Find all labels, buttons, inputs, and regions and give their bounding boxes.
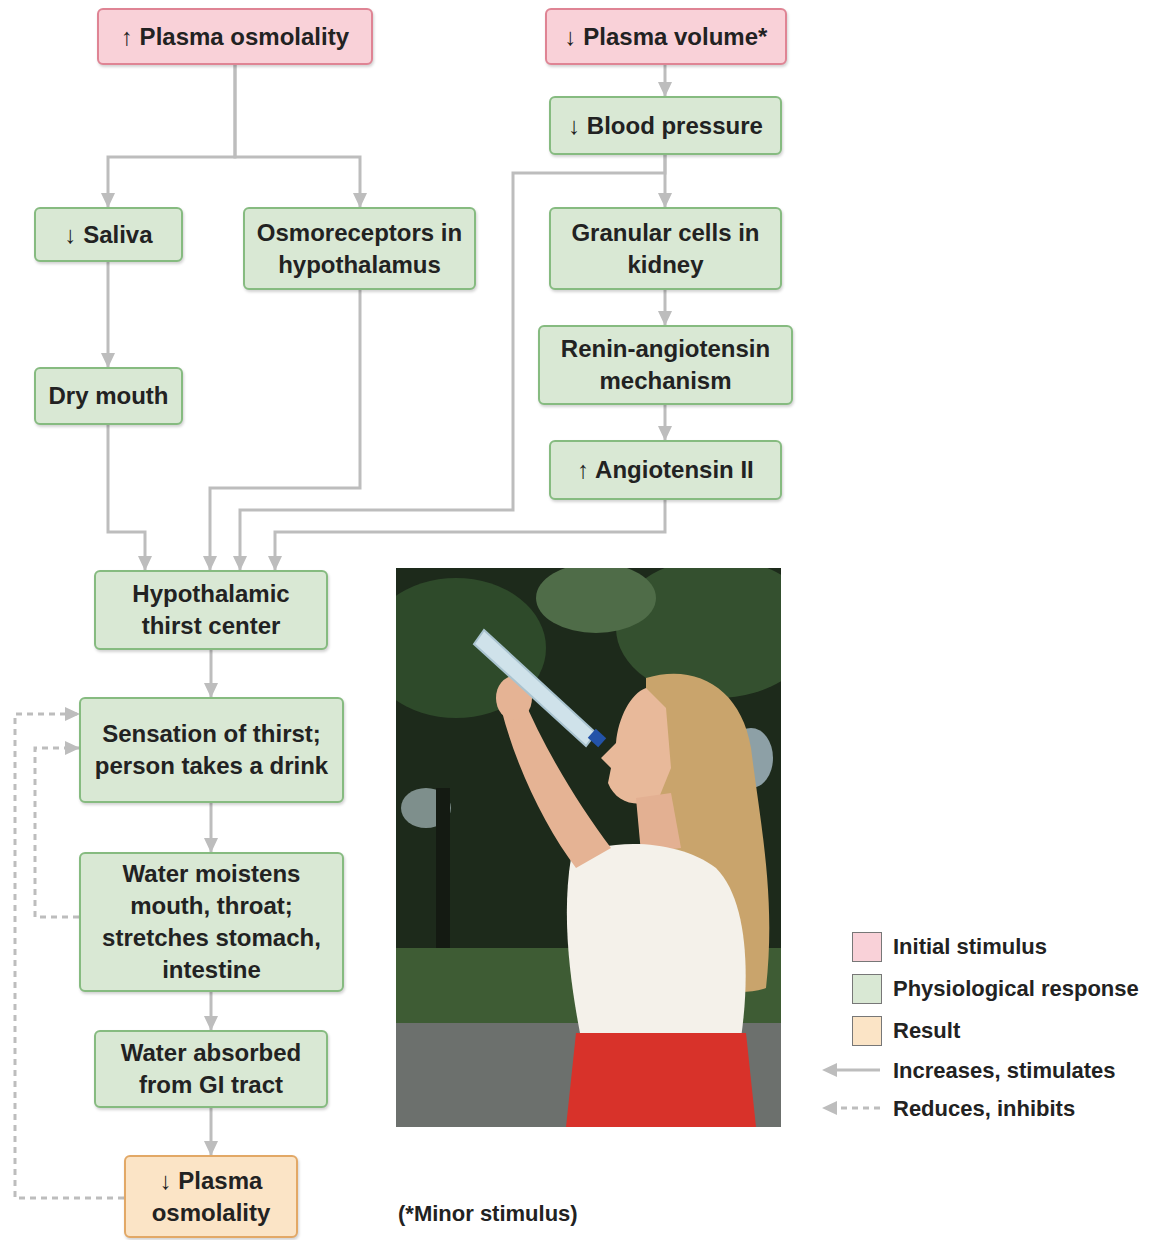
stimulus-box: ↓ Plasma volume* <box>545 8 787 65</box>
node-text: ↑ Angiotensin II <box>577 454 753 486</box>
physiological-response-box: ↓ Blood pressure <box>549 96 782 155</box>
node-text: ↓ Plasma volume* <box>565 21 768 53</box>
water-bottle <box>474 630 596 746</box>
legend-dashed-line <box>836 1107 880 1110</box>
node-text: Water absorbed from GI tract <box>100 1037 322 1101</box>
legend-swatch <box>852 932 882 962</box>
stimulate-connector <box>108 65 235 207</box>
node-text: Renin-angiotensin mechanism <box>544 333 787 397</box>
stimulate-connector <box>210 1108 213 1155</box>
node-text: Granular cells in kidney <box>555 217 776 281</box>
physiological-response-box: ↑ Angiotensin II <box>549 440 782 500</box>
legend-text: Initial stimulus <box>893 933 1047 961</box>
physiological-response-box: Sensation of thirst; person takes a drin… <box>79 697 344 803</box>
legend-swatch <box>852 1016 882 1046</box>
neck <box>636 793 681 853</box>
shorts <box>566 1033 756 1127</box>
physiological-response-box: Dry mouth <box>34 367 183 425</box>
physiological-response-box: Osmoreceptors in hypothalamus <box>243 207 476 290</box>
stimulate-connector <box>210 650 213 697</box>
stimulus-box: ↑ Plasma osmolality <box>97 8 373 65</box>
node-text: Dry mouth <box>49 380 169 412</box>
legend-text: Physiological response <box>893 975 1139 1003</box>
inhibit-connector <box>35 748 79 917</box>
stimulate-connector <box>664 290 667 325</box>
node-text: Osmoreceptors in hypothalamus <box>249 217 470 281</box>
stimulate-connector <box>210 290 360 570</box>
legend-swatch <box>852 974 882 1004</box>
node-text: ↓ Blood pressure <box>568 110 763 142</box>
foliage <box>536 568 656 633</box>
legend-solid-line <box>836 1069 880 1072</box>
physiological-response-box: Granular cells in kidney <box>549 207 782 290</box>
stimulate-connector <box>108 425 145 570</box>
node-text: Sensation of thirst; person takes a drin… <box>85 718 338 782</box>
node-text: Water moistens mouth, throat; stretches … <box>85 858 338 986</box>
physiological-response-box: Renin-angiotensin mechanism <box>538 325 793 405</box>
legend-text: Reduces, inhibits <box>893 1095 1075 1123</box>
physiological-response-box: ↓ Saliva <box>34 207 183 262</box>
stimulate-connector <box>210 803 213 852</box>
stimulate-connector <box>107 262 110 367</box>
physiological-response-box: Water absorbed from GI tract <box>94 1030 328 1108</box>
bottle-cap <box>588 729 606 747</box>
footnote-label: (*Minor stimulus) <box>398 1200 578 1228</box>
shirt <box>567 844 746 1038</box>
stimulate-connector <box>275 500 665 570</box>
stimulate-connector <box>210 992 213 1030</box>
node-text: Hypothalamic thirst center <box>100 578 322 642</box>
node-text: ↑ Plasma osmolality <box>121 21 349 53</box>
legend-text: Result <box>893 1017 960 1045</box>
result-box: ↓ Plasma osmolality <box>124 1155 298 1238</box>
photo-illustration <box>396 568 781 1127</box>
node-text: ↓ Saliva <box>64 219 152 251</box>
legend-text: Increases, stimulates <box>893 1057 1116 1085</box>
path <box>396 1023 781 1127</box>
stimulate-connector <box>664 405 667 440</box>
node-text: ↓ Plasma osmolality <box>130 1165 292 1229</box>
face <box>601 688 671 804</box>
legend-solid-head <box>822 1063 837 1077</box>
physiological-response-box: Hypothalamic thirst center <box>94 570 328 650</box>
legend-dashed-head <box>822 1101 837 1115</box>
physiological-response-box: Water moistens mouth, throat; stretches … <box>79 852 344 992</box>
stimulate-connector <box>235 65 360 207</box>
stimulate-connector <box>664 65 667 96</box>
